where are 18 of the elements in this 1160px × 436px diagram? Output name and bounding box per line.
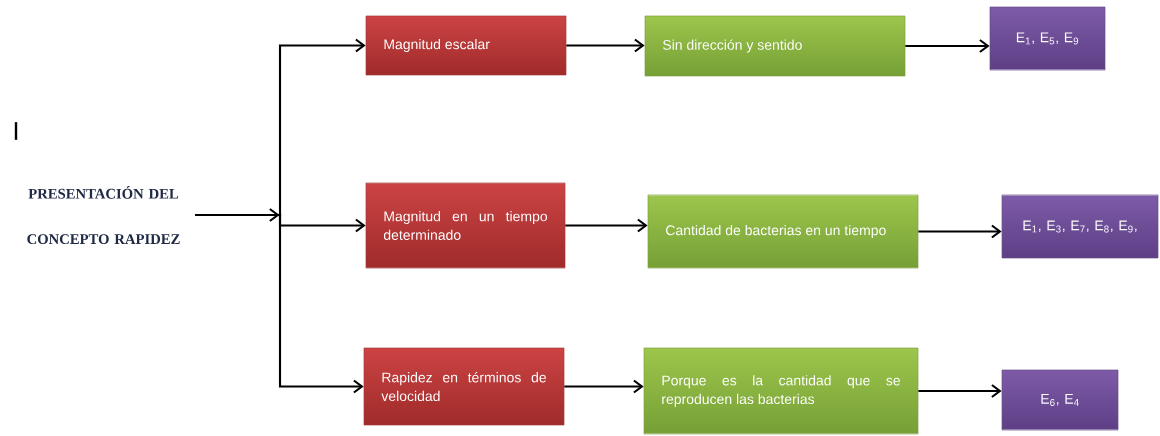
explanation-box: Cantidad de bacterias en un tiempo [647,194,919,269]
arrow [905,39,990,53]
arrow [918,384,1002,398]
arrow [565,218,648,233]
concept-box: Magnitud escalar [365,15,567,76]
result-box: E$_{6}$, E$_{4}$ [1001,369,1119,431]
concept-box: Rapidez en términos de velocidad [363,347,565,426]
explanation-box: Porque es la cantidad que se reproducen las bacterias [643,347,919,435]
result-box: E$_{1}$, E$_{5}$, E$_{9}$ [989,6,1106,71]
concept-box: Magnitud en un tiempo determinado [365,182,566,269]
title-text: PRESENTACIÓN DEL CONCEPTO RAPIDEZ [27,186,180,245]
stray-mark: | [14,122,18,140]
explanation-box: Sin dirección y sentido [644,15,906,77]
arrow [564,379,644,394]
arrow [195,213,364,394]
arrow [918,224,1002,239]
arrow [566,38,645,53]
result-box: E$_{1}$, E$_{3}$, E$_{7}$, E$_{8}$, E$_{9}$, [1001,194,1159,259]
